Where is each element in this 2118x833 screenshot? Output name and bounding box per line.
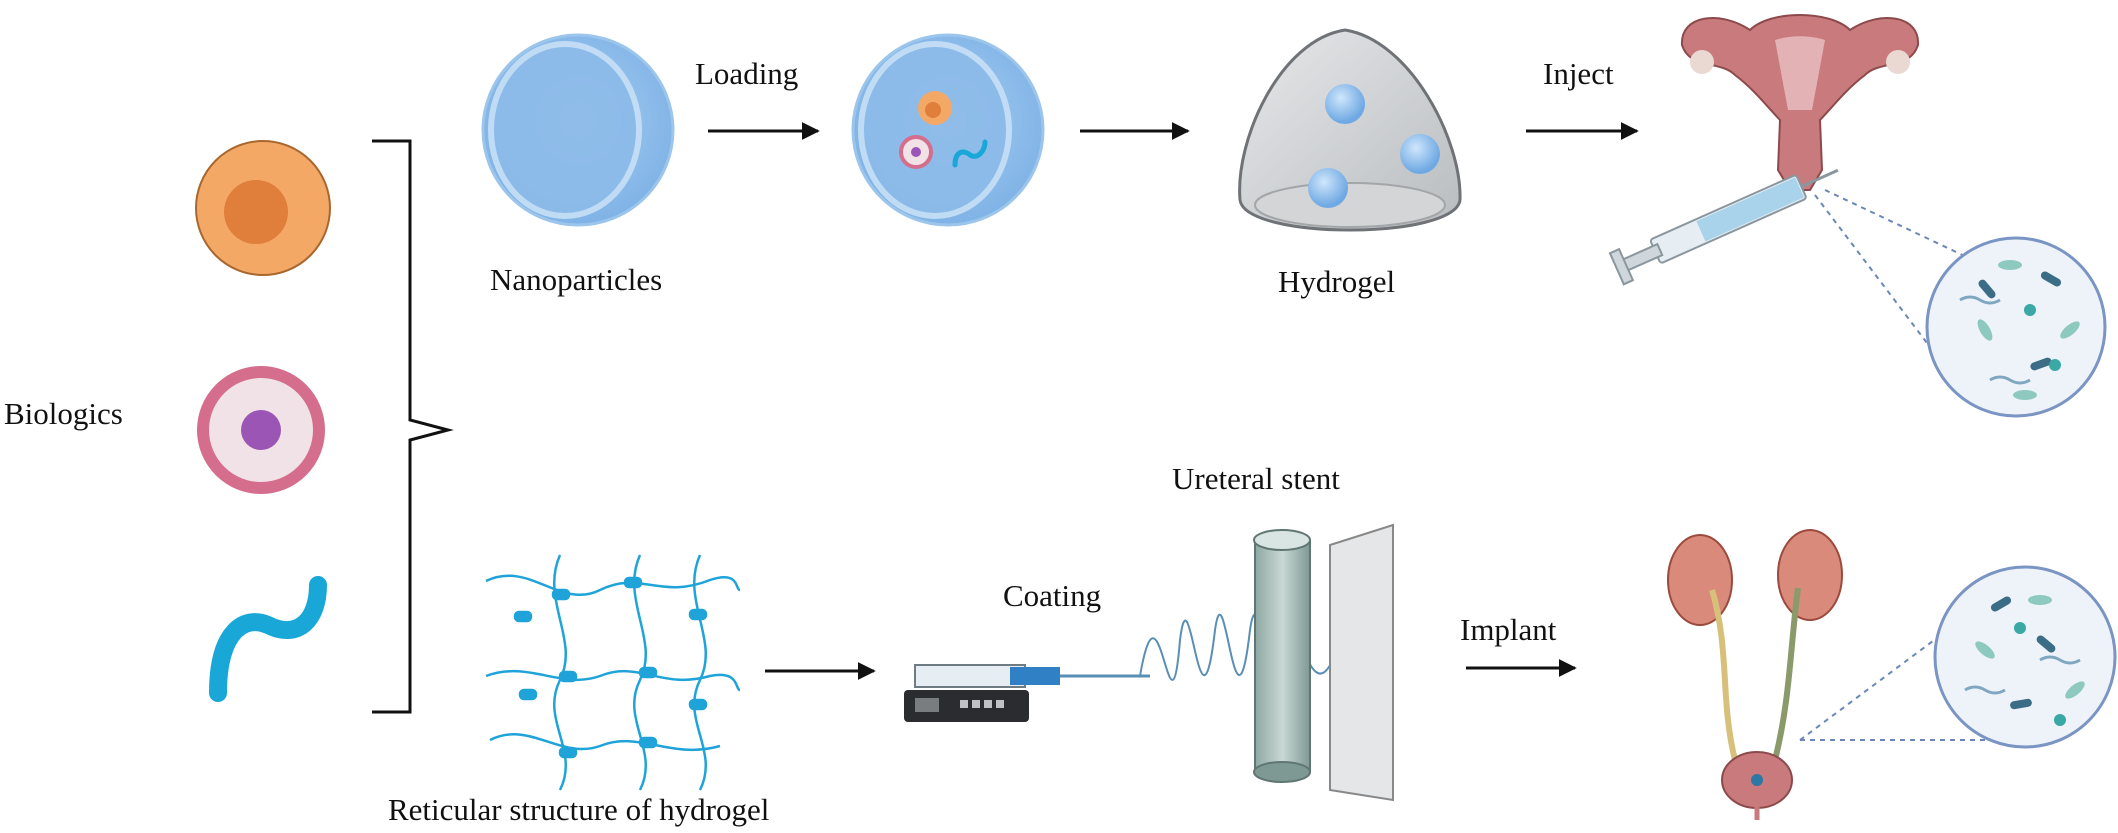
implant-label: Implant [1460,612,1557,647]
biologics-label: Biologics [4,396,123,431]
nanoparticles-label: Nanoparticles [490,262,663,297]
syringe-icon [1608,168,1839,286]
orange-cell-icon [195,140,331,276]
inject-label: Inject [1543,56,1614,91]
pink-cell-icon [197,366,325,494]
loaded-nanoparticle-icon [851,33,1045,227]
grouping-brace [372,139,454,714]
syringe-pump-icon [904,664,1150,722]
loading-label: Loading [695,56,799,91]
ureteral-stent-label: Ureteral stent [1172,461,1340,496]
urinary-system-icon [1667,529,1843,820]
nucleic-acid-strand-icon [209,576,327,702]
bacteria-zoom-circle [1925,236,2107,418]
hydrogel-label: Hydrogel [1278,264,1396,299]
reticular-structure-label: Reticular structure of hydrogel [388,792,770,827]
ureteral-stent-icon [1253,523,1394,802]
bacteria-zoom-circle [1933,565,2117,749]
nanoparticle-icon [481,33,675,227]
coating-label: Coating [1003,578,1102,613]
hydrogel-network-icon [485,554,741,791]
uterus-icon [1680,14,1920,191]
hydrogel-dome-icon [1238,28,1462,232]
